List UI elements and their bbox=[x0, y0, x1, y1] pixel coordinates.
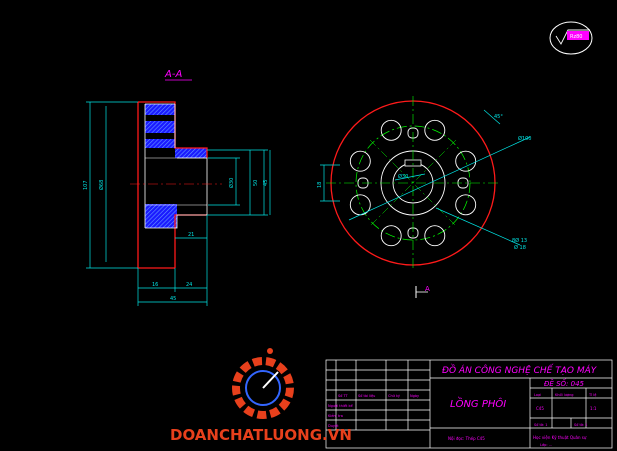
left-row-1: Người thiết kế bbox=[328, 404, 354, 408]
dim-outer: 107 bbox=[83, 180, 89, 190]
leader-lines bbox=[320, 109, 531, 246]
bolt-hole bbox=[455, 150, 477, 172]
dim-bore2: 45 bbox=[263, 180, 269, 186]
dim-45: 45 bbox=[170, 296, 176, 302]
dim-holes: 8Ø 13 bbox=[512, 237, 527, 244]
dim-24: 24 bbox=[186, 282, 192, 288]
dim-holes-2: Ø 18 bbox=[514, 244, 526, 251]
section-label: A-A bbox=[164, 69, 182, 80]
band-1 bbox=[145, 115, 175, 121]
watermark-logo-icon bbox=[232, 348, 294, 419]
right-header-2: Khối lượng bbox=[555, 393, 574, 397]
bolt-hole bbox=[424, 119, 446, 141]
watermark: DOANCHATLUONG.VN bbox=[170, 348, 352, 444]
roughness-symbol: Rz80 bbox=[549, 21, 593, 55]
roughness-value: Rz80 bbox=[570, 34, 582, 40]
scale: 1:1 bbox=[590, 406, 597, 411]
left-row-3: Duyệt bbox=[328, 424, 339, 428]
part-name: LỒNG PHÔI bbox=[450, 396, 506, 410]
dim-lines-horizontal bbox=[137, 215, 208, 306]
footer-right: Lớp: ... bbox=[540, 443, 552, 447]
bolt-hole bbox=[424, 225, 446, 247]
front-view: Ø100 Ø30 8Ø 13 Ø 18 18 45° A bbox=[317, 96, 531, 298]
watermark-text: DOANCHATLUONG.VN bbox=[170, 426, 352, 444]
bolt-hole bbox=[349, 150, 371, 172]
bolt-hole bbox=[380, 225, 402, 247]
right-header-3: Tỉ lệ bbox=[588, 393, 596, 397]
logo-needle bbox=[262, 371, 279, 389]
dim-bore: Ø30 bbox=[228, 178, 235, 188]
roughness-box bbox=[567, 31, 589, 40]
band-2 bbox=[145, 133, 175, 139]
project-title: ĐỒ ÁN CÔNG NGHỆ CHẾ TẠO MÁY bbox=[442, 363, 598, 376]
dim-lines-vertical bbox=[86, 101, 271, 269]
bolt-hole bbox=[380, 119, 402, 141]
dim-bolt-circle: Ø100 bbox=[518, 135, 531, 142]
diag-centre-line-2 bbox=[369, 139, 457, 227]
right-header-1: Loại bbox=[534, 393, 541, 397]
roughness-check bbox=[555, 29, 590, 45]
section-contour bbox=[144, 103, 208, 229]
bolt-hole bbox=[455, 194, 477, 216]
hatch-top-hub bbox=[175, 148, 207, 158]
sheet-number: ĐỀ SỐ: 045 bbox=[544, 378, 585, 388]
hatch-top-flange bbox=[145, 104, 175, 148]
dim-21: 21 bbox=[188, 232, 194, 238]
header-cell-4: Ngày bbox=[410, 394, 419, 398]
dim-keyway: 18 bbox=[317, 182, 323, 188]
footer-left: Nội đọc: Thép C45 bbox=[448, 436, 485, 441]
section-view: A-A 10 bbox=[83, 69, 271, 306]
header-cell-3: Chữ ký bbox=[388, 394, 400, 398]
title-block-grid bbox=[325, 359, 613, 449]
material: C45 bbox=[536, 406, 544, 411]
logo-gear bbox=[232, 357, 294, 419]
logo-dot bbox=[267, 348, 273, 354]
school: Học viện Kỹ thuật Quân sự bbox=[533, 435, 587, 440]
dim-hub: 50 bbox=[253, 180, 259, 186]
dim-shoulder: Ø68 bbox=[98, 180, 105, 190]
sheet-cell-2: Số tờ: 1 bbox=[574, 423, 588, 427]
left-row-2: Kiểm tra bbox=[328, 413, 343, 418]
dim-angle: 45° bbox=[494, 114, 503, 120]
title-block: ĐỒ ÁN CÔNG NGHỆ CHẾ TẠO MÁY ĐỀ SỐ: 045 L… bbox=[325, 359, 613, 449]
header-cell-1: Số TT bbox=[338, 394, 349, 398]
dim-bore-front: Ø30 bbox=[398, 173, 408, 180]
header-cell-2: Số tài liệu bbox=[358, 394, 375, 398]
section-arrow-label: A bbox=[425, 285, 430, 293]
dim-16: 16 bbox=[152, 282, 158, 288]
roughness-bracket bbox=[549, 21, 593, 55]
hatch-bottom-flange bbox=[145, 204, 177, 228]
sheet-cell-1: Số tờ: 1 bbox=[534, 423, 548, 427]
